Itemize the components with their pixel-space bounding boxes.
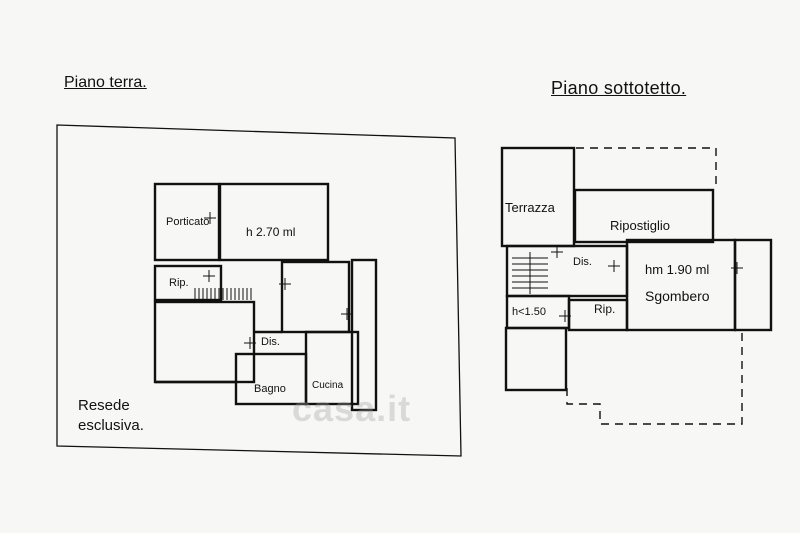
room-label-dis-attic: Dis.: [573, 256, 592, 268]
room-label-terrazza: Terrazza: [505, 200, 555, 215]
watermark-logo: casa.it: [292, 388, 412, 429]
room-label-rip-attic: Rip.: [594, 302, 616, 316]
resede-line-2: esclusiva.: [78, 417, 144, 434]
resede-label: Resede esclusiva.: [78, 396, 144, 436]
attic-door-marks: [551, 246, 743, 322]
attic-floor-title: Piano sottotetto.: [551, 78, 687, 98]
ground-floor-title: Piano terra.: [64, 74, 147, 91]
attic-floor-building: [500, 146, 773, 392]
ground-stairs: [194, 288, 252, 300]
room-label-sgombero: Sgombero: [645, 288, 710, 304]
ground-door-marks: [203, 212, 353, 349]
ground-floor-building: [153, 182, 378, 412]
room-label-bagno: Bagno: [254, 383, 286, 395]
room-label-height-low: h<1.50: [512, 306, 546, 318]
room-label-rip: Rip.: [169, 277, 189, 289]
resede-line-1: Resede: [78, 397, 130, 414]
room-label-dis: Dis.: [261, 336, 280, 348]
attic-stairs: [512, 252, 548, 294]
room-label-ripostiglio: Ripostiglio: [610, 218, 670, 233]
lot-boundary: [56, 124, 462, 457]
room-label-porticato: Porticato: [166, 216, 210, 228]
room-label-main-height: h 2.70 ml: [246, 225, 296, 239]
room-label-height-main: hm 1.90 ml: [645, 262, 710, 277]
room-label-cucina: Cucina: [312, 380, 344, 391]
attic-dashed-outline: [566, 147, 743, 425]
